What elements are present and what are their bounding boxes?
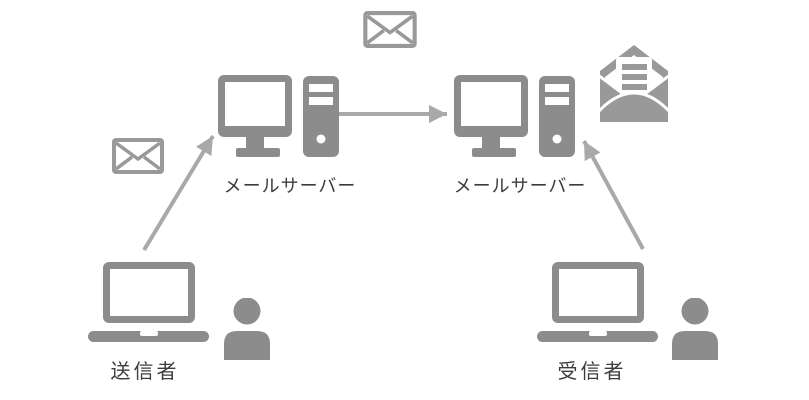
- laptop-icon: [537, 262, 658, 342]
- closed-envelope-icon: [112, 138, 164, 174]
- left-server-label: メールサーバー: [223, 176, 357, 196]
- user-icon: [672, 298, 718, 360]
- arrow-receiver-to-right-server: [582, 140, 645, 250]
- right-server-label: メールサーバー: [453, 176, 587, 196]
- laptop-icon: [88, 262, 209, 342]
- receiver-label: 受信者: [557, 361, 627, 383]
- desktop-computer-with-tower-icon: [454, 75, 575, 157]
- arrow-sender-to-left-server: [142, 134, 215, 252]
- closed-envelope-icon: [363, 11, 417, 48]
- desktop-computer-with-tower-icon: [218, 75, 339, 157]
- sender-label: 送信者: [110, 361, 180, 383]
- open-envelope-with-letter-icon: [600, 45, 668, 122]
- user-icon: [224, 298, 270, 360]
